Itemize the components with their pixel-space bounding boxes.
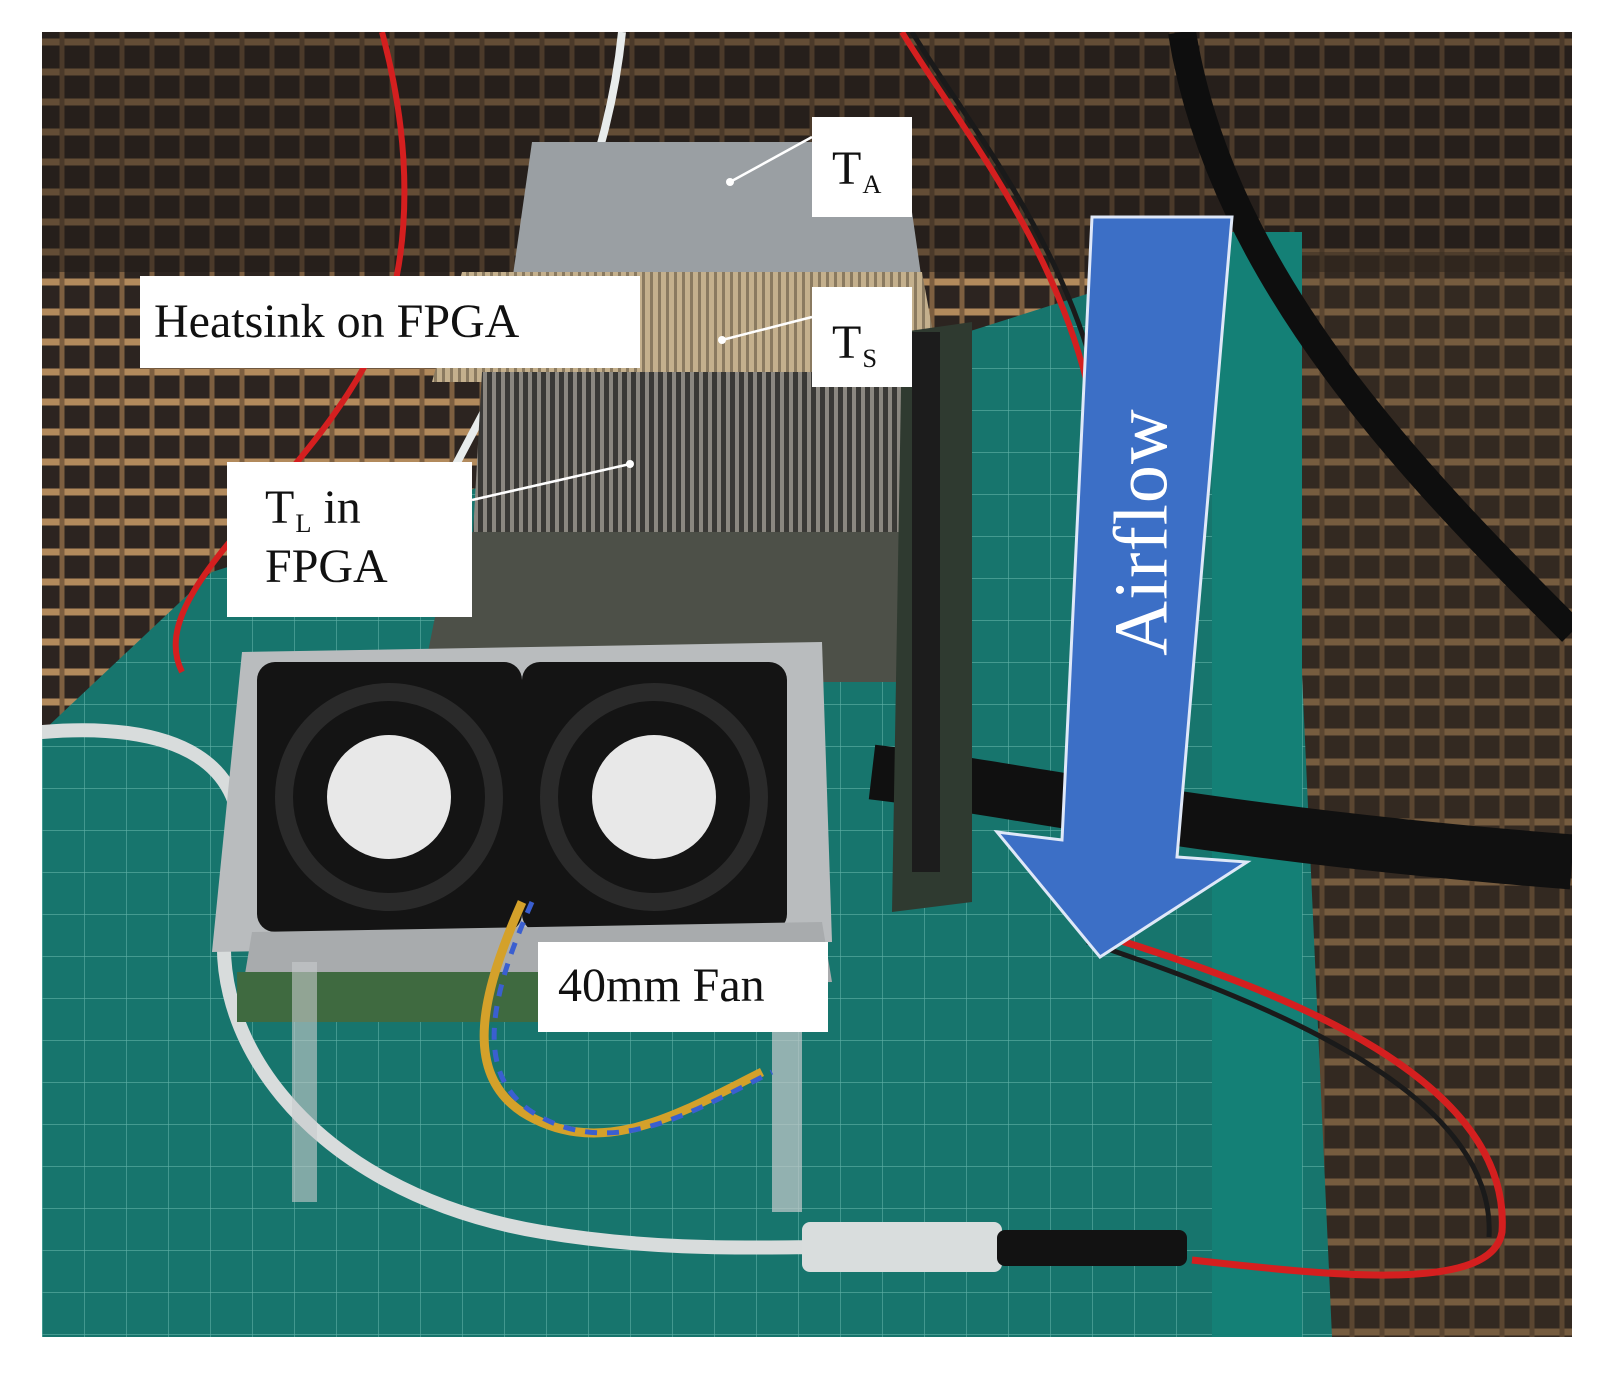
photo: TA TS Heatsink on FPGA TL in FPGA 40mm F… bbox=[42, 32, 1572, 1337]
leader-ts bbox=[721, 315, 813, 342]
label-ambient-temperature: TA bbox=[812, 117, 912, 217]
label-ta-main: T bbox=[832, 142, 862, 195]
label-ta-sub: A bbox=[862, 169, 882, 200]
airflow-arrow bbox=[993, 215, 1252, 959]
leader-tl bbox=[471, 462, 631, 502]
label-tl-sub: L bbox=[295, 508, 312, 539]
connector-header bbox=[912, 332, 940, 872]
label-surface-temperature: TS bbox=[812, 287, 912, 387]
lower-pcb bbox=[237, 972, 557, 1022]
label-tl-rest: in bbox=[311, 481, 361, 534]
dc-plug-black bbox=[997, 1230, 1187, 1266]
label-fpga-temperature: TL in FPGA bbox=[227, 462, 472, 617]
label-ts-sub: S bbox=[862, 343, 878, 374]
label-tl-line1: TL in bbox=[265, 480, 472, 539]
label-heatsink: Heatsink on FPGA bbox=[140, 276, 640, 368]
fan-wire-bundle bbox=[479, 900, 765, 1138]
label-ts-main: T bbox=[832, 316, 862, 369]
white-cable bbox=[42, 723, 839, 1255]
fan-left-hub bbox=[327, 735, 451, 859]
leader-ta bbox=[729, 135, 813, 184]
label-tl-line2: FPGA bbox=[265, 540, 388, 594]
label-fan: 40mm Fan bbox=[538, 942, 828, 1032]
heatsink-fins bbox=[472, 372, 942, 552]
fan-right-hub bbox=[592, 735, 716, 859]
dc-plug-white bbox=[802, 1222, 1002, 1272]
label-tl-main: T bbox=[265, 481, 295, 534]
airflow-label: Airflow bbox=[1099, 408, 1184, 656]
scene-illustration bbox=[42, 32, 1572, 1337]
